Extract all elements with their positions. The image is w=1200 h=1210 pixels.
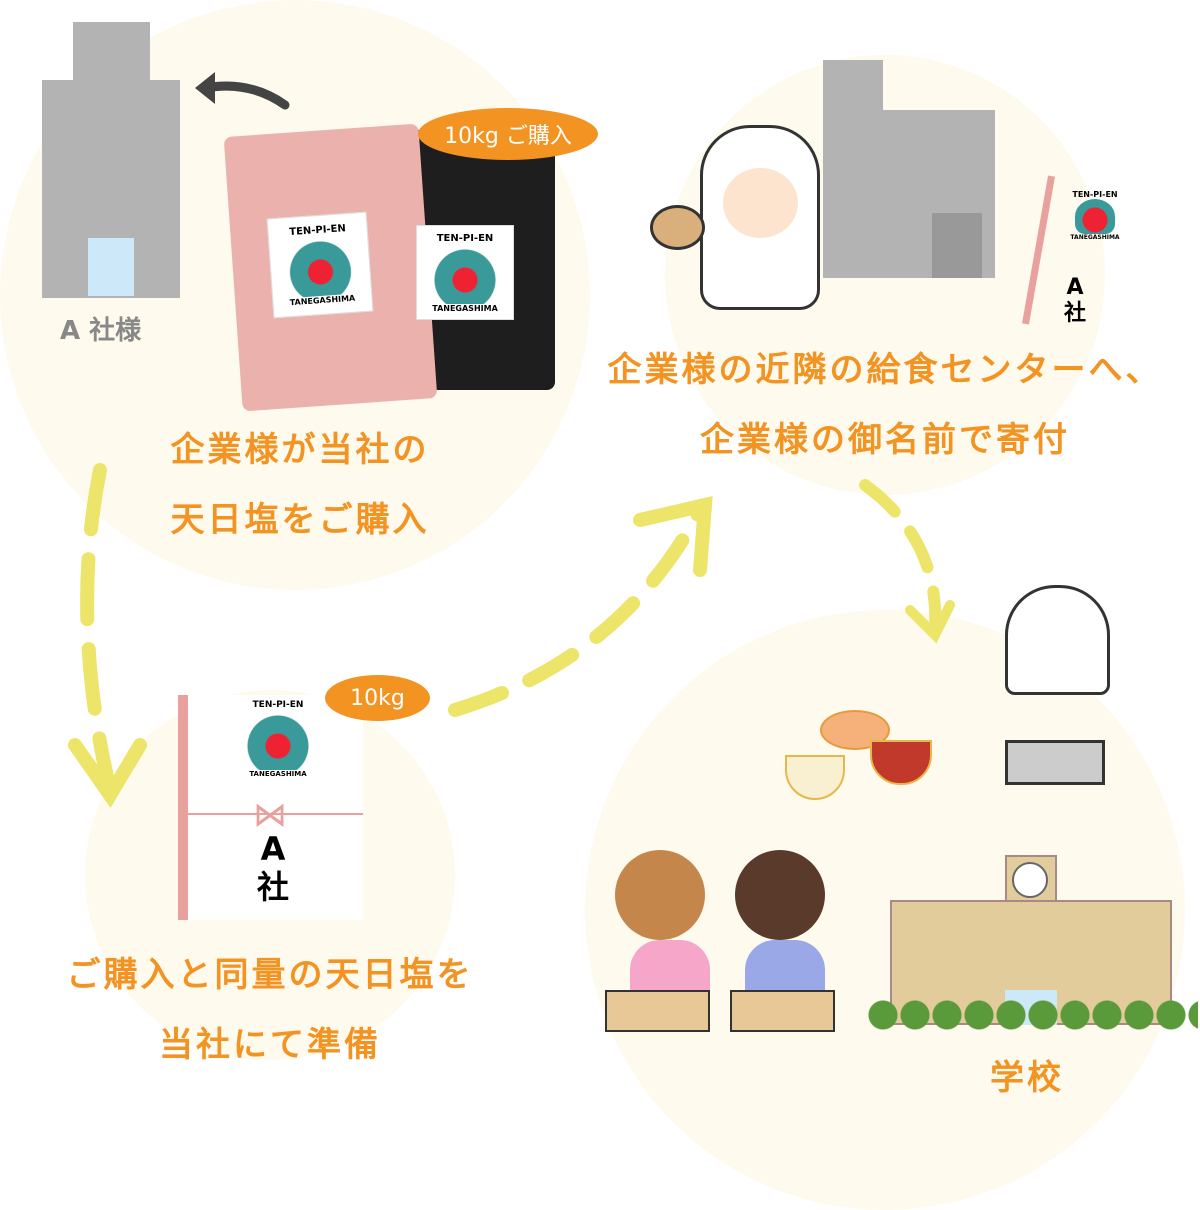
- step1-caption: 企業様が当社の天日塩をご購入: [170, 430, 430, 540]
- clock-icon: [1012, 862, 1048, 898]
- food-bowls-icon: [785, 710, 935, 805]
- dark-arrow: [200, 81, 290, 110]
- children-eating-illustration: [605, 850, 835, 1035]
- cook-with-spoon-illustration: [700, 125, 820, 310]
- brand-logo: [1075, 199, 1115, 234]
- yellow-arrow-down: [80, 463, 117, 797]
- yellow-arrow-down-head: [68, 738, 147, 808]
- bow-icon: ⋈: [253, 795, 287, 835]
- step3-caption: 企業様の近隣の給食センターへ、企業様の御名前で寄付: [607, 350, 1163, 460]
- company-label: A 社様: [60, 316, 142, 346]
- yellow-arrow-school-head: [905, 600, 955, 644]
- brand-logo: [243, 710, 313, 770]
- dark-arrow-head: [195, 72, 215, 104]
- amount-badge: 10kg: [325, 675, 430, 721]
- school-label: 学校: [990, 1058, 1064, 1098]
- pot-icon: [1005, 740, 1105, 785]
- yellow-arrow-up-head: [633, 496, 713, 577]
- purchase-badge: 10kg ご購入: [418, 108, 598, 160]
- cook-with-pot-illustration: [1005, 585, 1110, 695]
- brand-logo: [430, 243, 500, 304]
- brand-logo: [283, 233, 358, 299]
- yellow-arrow-up: [448, 503, 707, 717]
- step2-caption: ご購入と同量の天日塩を当社にて準備: [66, 955, 474, 1065]
- yellow-arrow-school: [859, 479, 942, 636]
- spoon-icon: [650, 205, 705, 250]
